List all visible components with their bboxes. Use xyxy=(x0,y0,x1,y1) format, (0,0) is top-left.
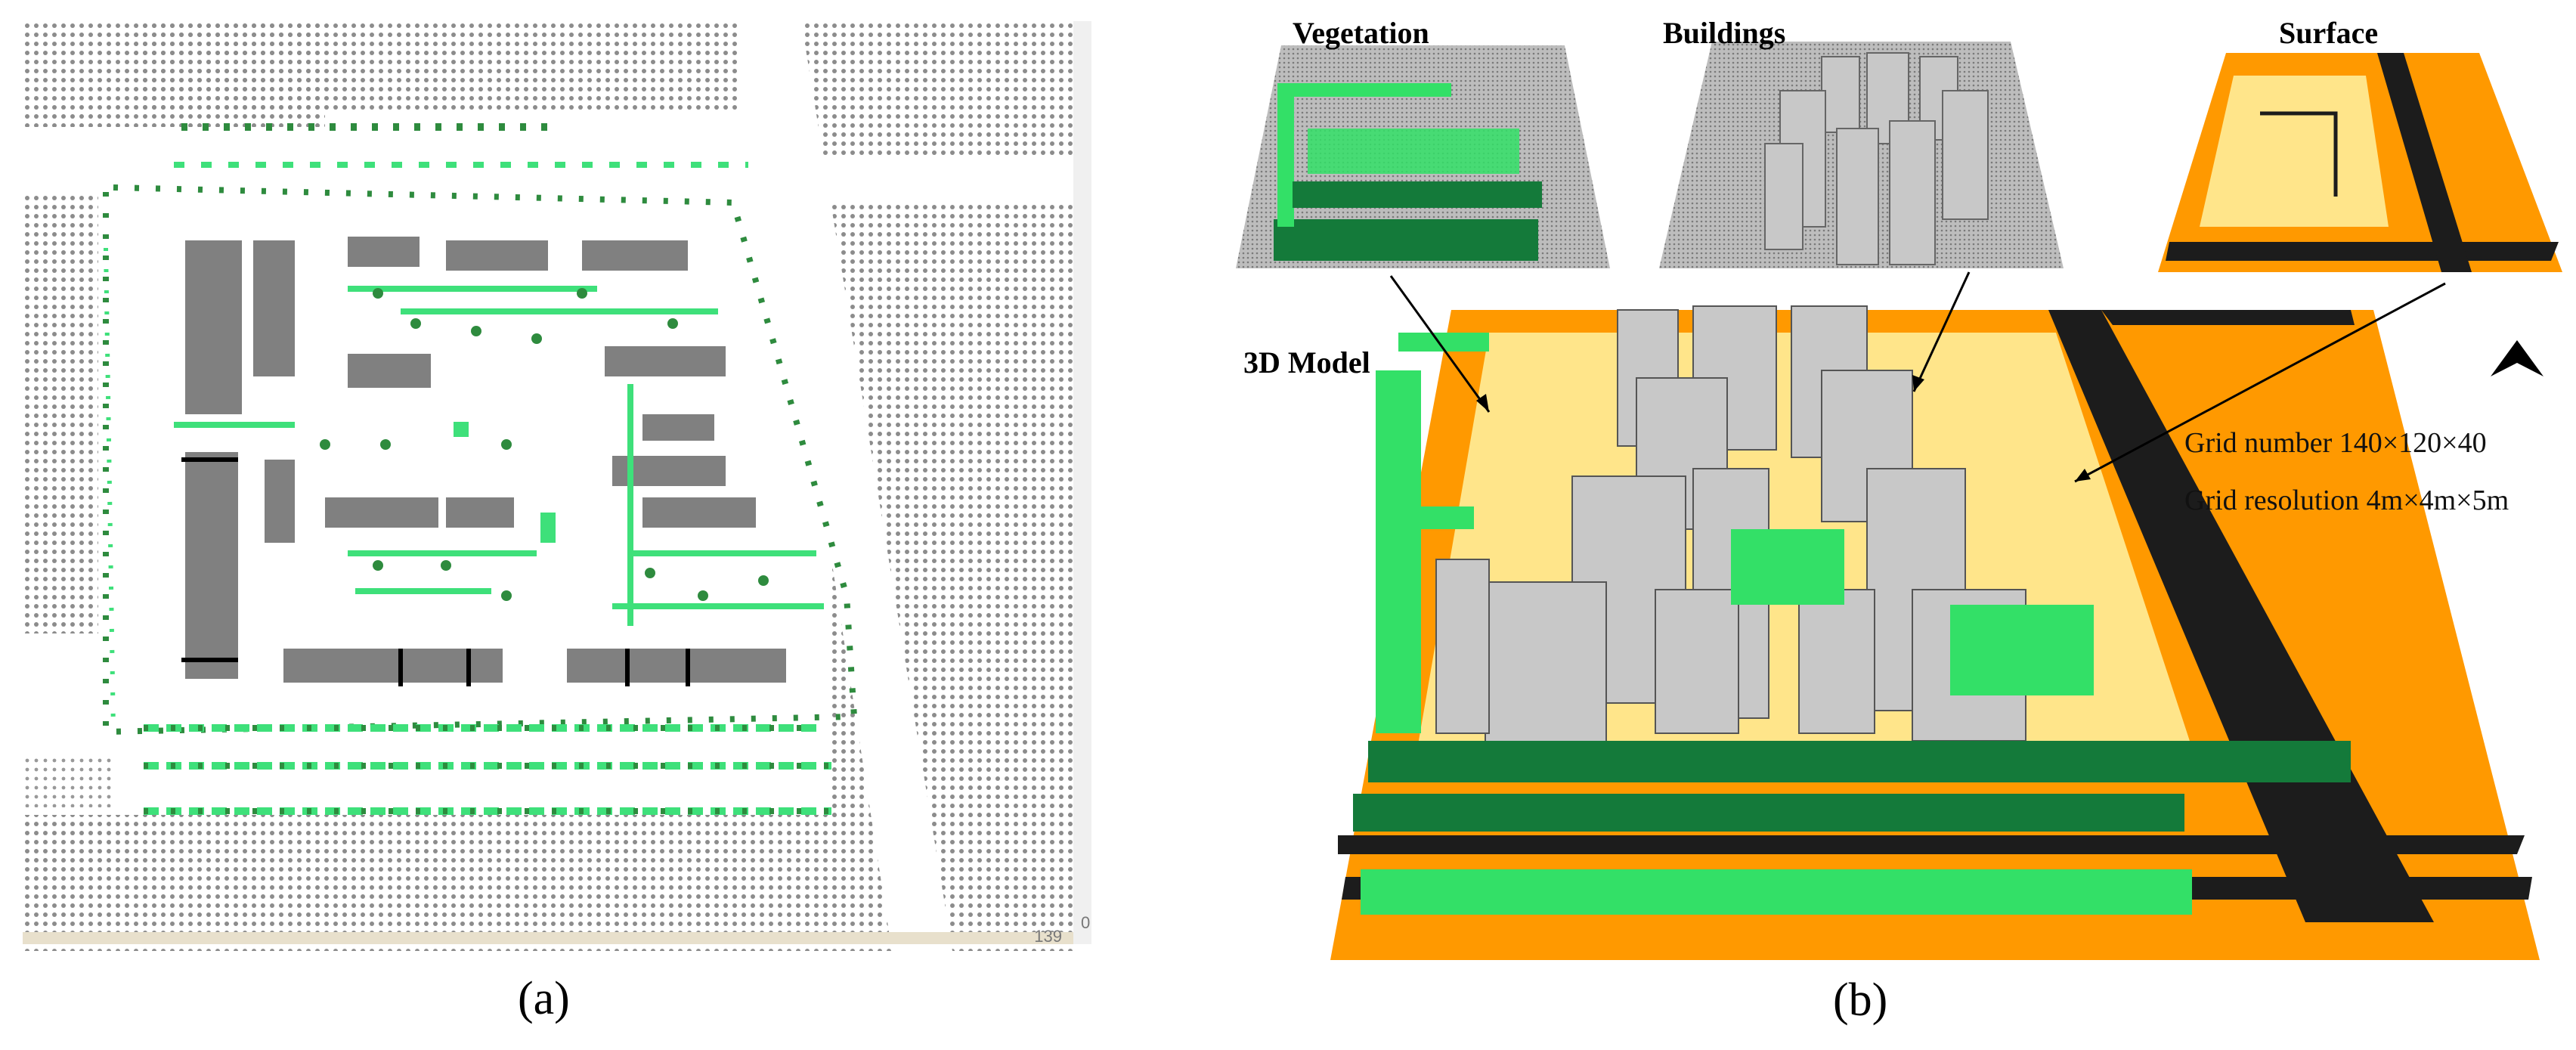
model-trees-dark-row-1 xyxy=(1368,741,2351,782)
grid-number-annotation: Grid number 140×120×40 xyxy=(2184,427,2487,459)
dotted-block-top-mid xyxy=(136,21,741,112)
building-bottom-row-1 xyxy=(283,649,503,683)
inset-title-surface: Surface xyxy=(2279,16,2379,50)
building-bottom-row-2 xyxy=(567,649,786,683)
model-label: 3D Model xyxy=(1243,345,1370,379)
model-trees-light xyxy=(1376,333,2094,733)
model-3d-illustration xyxy=(1236,42,2562,960)
axis-label-right-bottom: 0 xyxy=(1081,913,1090,932)
north-arrow-icon xyxy=(2491,340,2543,376)
model-buildings xyxy=(1435,305,2026,772)
model-trees-row-3 xyxy=(1361,869,2192,915)
model-trees-dark-row-2 xyxy=(1353,794,2184,832)
dotted-strip-bottom-left xyxy=(23,754,113,807)
building-left-tall xyxy=(185,240,242,414)
panel-b-3d-model: Vegetation Buildings Surface 3D Model Gr… xyxy=(1187,15,2576,1024)
panel-a-label: (a) xyxy=(518,973,570,1024)
panel-a-plan-view: 139 0 (a) xyxy=(23,21,1102,1022)
inner-vegetation xyxy=(174,286,824,626)
inset-title-vegetation: Vegetation xyxy=(1293,16,1429,50)
axis-label-bottom-right: 139 xyxy=(1034,927,1062,946)
building-left-long xyxy=(185,452,238,679)
diagonal-street xyxy=(748,21,952,951)
model-road-horizontal xyxy=(1338,835,2525,854)
grid-resolution-annotation: Grid resolution 4m×4m×5m xyxy=(2184,485,2509,516)
inset-title-buildings: Buildings xyxy=(1663,16,1786,50)
dotted-block-top-right xyxy=(786,21,1073,157)
panel-b-label: (b) xyxy=(1833,974,1888,1026)
dotted-block-left xyxy=(23,195,98,633)
plan-view-grid: 139 0 xyxy=(23,21,1102,952)
